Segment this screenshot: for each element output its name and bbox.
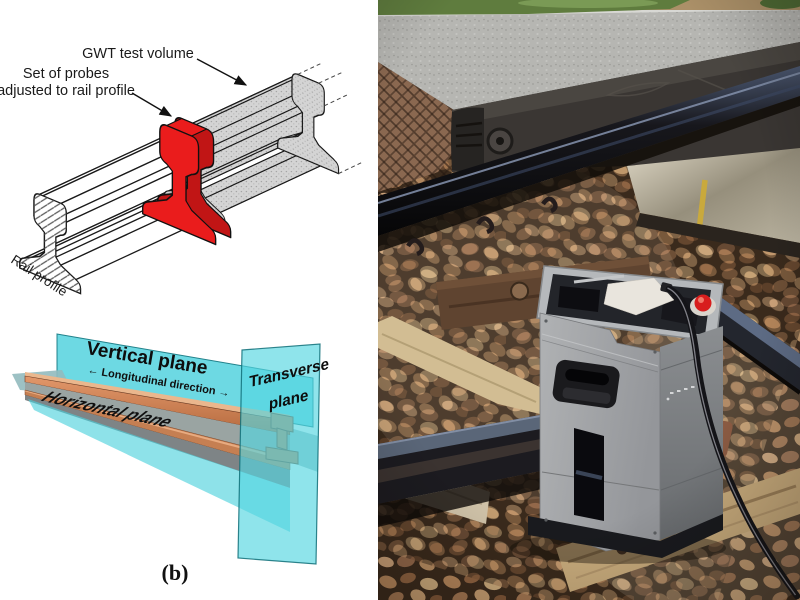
probes-label-line2: adjusted to rail profile bbox=[0, 83, 135, 99]
track-photo bbox=[378, 0, 800, 600]
planes-diagram: Vertical plane ← Longitudinal direction … bbox=[12, 333, 329, 565]
leader-arrows bbox=[131, 58, 248, 117]
rail-gwt-diagram: GWT test volume Set of probes adjusted t… bbox=[0, 46, 363, 299]
gwt-test-volume-label: GWT test volume bbox=[82, 46, 194, 62]
panel-label: (b) bbox=[161, 560, 189, 585]
probes-label-line1: Set of probes bbox=[23, 66, 109, 82]
probe-collar bbox=[142, 117, 232, 246]
rail-front-section bbox=[19, 193, 82, 295]
transverse-plane bbox=[237, 343, 321, 565]
vertical-plane-lower bbox=[28, 399, 290, 532]
rail-far-end bbox=[277, 62, 363, 175]
vignette bbox=[378, 0, 800, 600]
horizontal-plane-surface bbox=[25, 382, 290, 458]
diagram-panel: GWT test volume Set of probes adjusted t… bbox=[0, 0, 378, 600]
